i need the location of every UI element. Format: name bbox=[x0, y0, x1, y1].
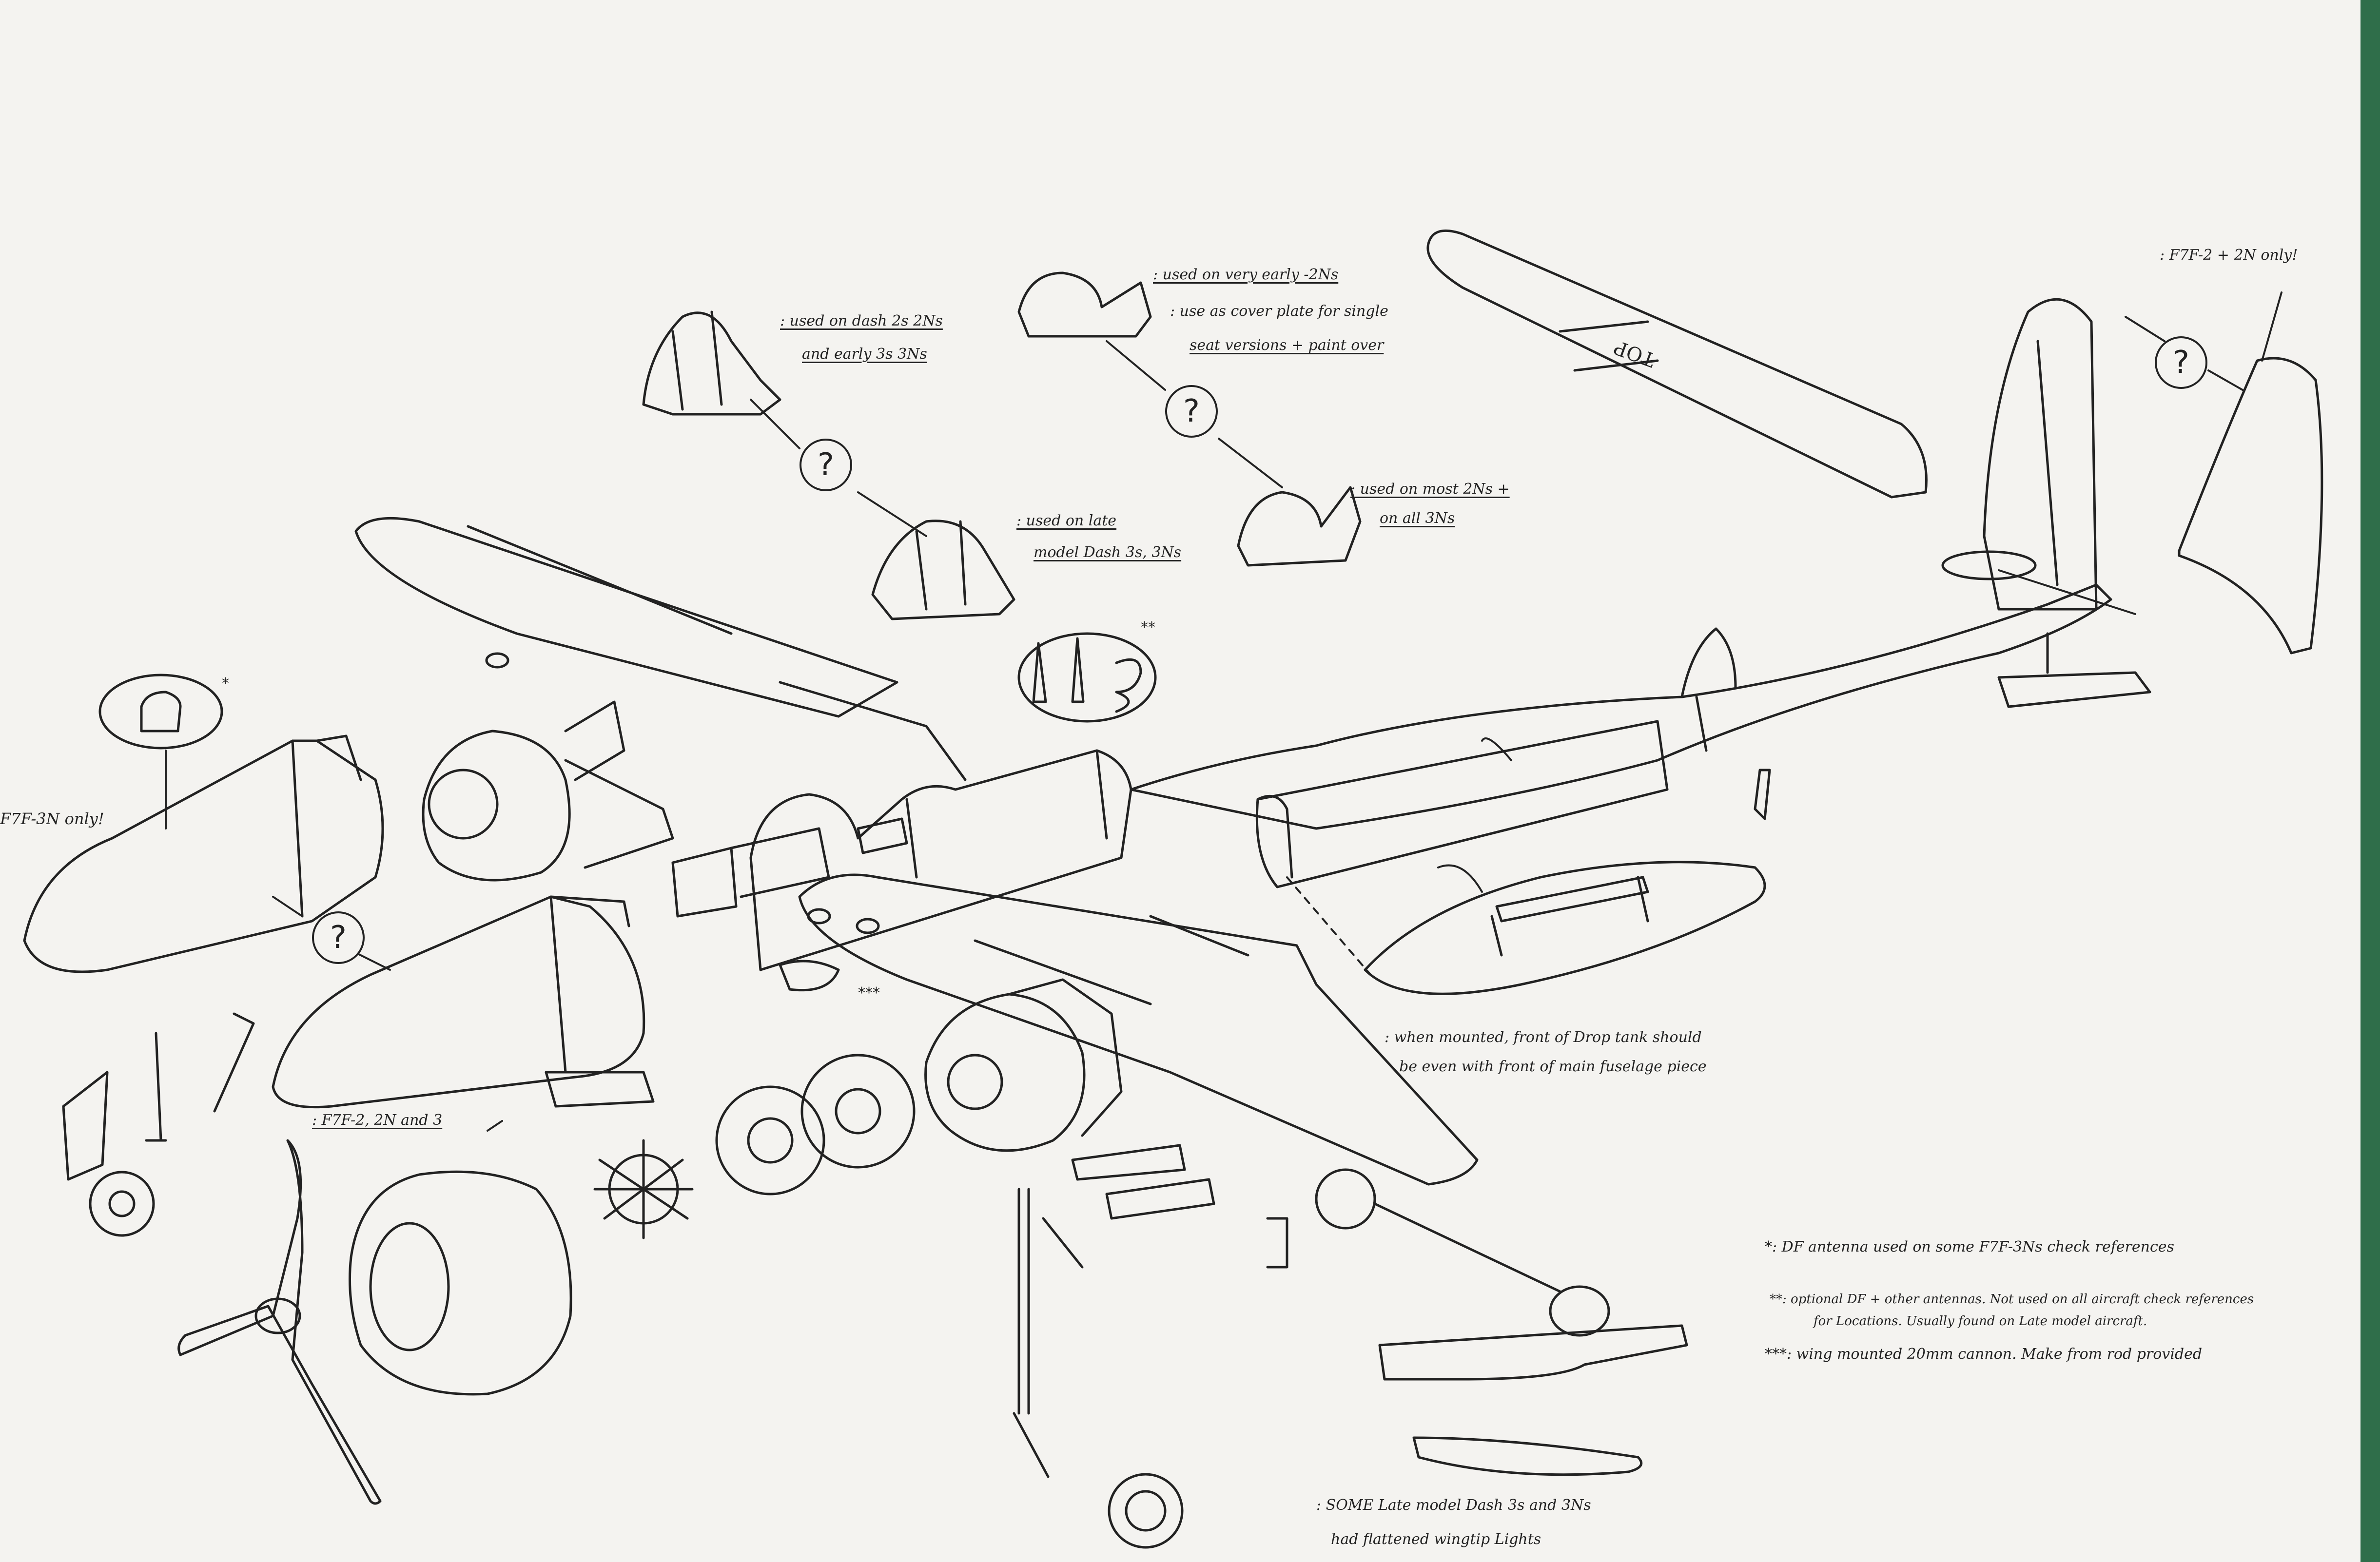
canopy-most-2ns bbox=[1237, 486, 1362, 567]
right-nacelle-lower bbox=[272, 895, 645, 1109]
left-wing-top bbox=[354, 517, 898, 718]
wingtip-detail bbox=[1378, 1324, 1688, 1381]
star-marker-2: ** bbox=[1141, 619, 1155, 636]
cowling-assembly bbox=[924, 993, 1086, 1152]
engine-cowl-ring bbox=[349, 1170, 572, 1396]
footnote-optional-antennas-b: for Locations. Usually found on Late mod… bbox=[1814, 1314, 2147, 1329]
rudder bbox=[2178, 357, 2323, 655]
label-canopy-most-2ns: : used on most 2Ns + bbox=[1350, 481, 1510, 498]
rear-fuselage bbox=[1130, 583, 2112, 830]
left-nacelle-upper bbox=[23, 739, 384, 973]
background-edge bbox=[2360, 0, 2380, 1562]
label-drop-tank: : when mounted, front of Drop tank shoul… bbox=[1385, 1029, 1702, 1046]
label-canopy-cover-plate-b: seat versions + paint over bbox=[1190, 337, 1384, 354]
canopy-late bbox=[871, 520, 1015, 620]
radial-engine-2 bbox=[800, 1054, 916, 1169]
drop-tank bbox=[1364, 861, 1766, 995]
star-marker-1: * bbox=[222, 675, 229, 692]
label-canopy-cover-plate: : use as cover plate for single bbox=[1170, 303, 1388, 320]
main-wheel bbox=[1108, 1473, 1184, 1549]
arrows bbox=[165, 291, 2282, 1132]
question-nose: ? bbox=[312, 911, 365, 964]
horizontal-stabilizer bbox=[1426, 229, 1928, 499]
upper-fuselage-section bbox=[1255, 720, 1669, 888]
canopy-very-early bbox=[1017, 271, 1152, 338]
question-tail: ? bbox=[2155, 336, 2207, 389]
footnote-cannon: ***: wing mounted 20mm cannon. Make from… bbox=[1765, 1346, 2203, 1363]
center-fuselage bbox=[749, 749, 1132, 971]
canopy-early bbox=[642, 310, 781, 416]
engine-star bbox=[593, 1139, 694, 1239]
antenna-bubble bbox=[1017, 632, 1157, 723]
label-canopy-very-early: : used on very early -2Ns bbox=[1153, 266, 1339, 283]
label-nose-f7f2: : F7F-2, 2N and 3 bbox=[312, 1112, 443, 1129]
nose-wheel bbox=[89, 1171, 155, 1237]
label-drop-tank-b: be even with front of main fuselage piec… bbox=[1399, 1058, 1707, 1075]
radial-engine-1 bbox=[715, 1085, 825, 1196]
propeller bbox=[177, 1139, 382, 1505]
label-f7f3n-only: F7F-3N only! bbox=[0, 810, 104, 828]
star-marker-3: *** bbox=[858, 984, 880, 1002]
footnote-df-antenna: *: DF antenna used on some F7F-3Ns check… bbox=[1765, 1238, 2174, 1255]
wingtip-light bbox=[1412, 1436, 1643, 1476]
label-canopy-late-b: model Dash 3s, 3Ns bbox=[1034, 544, 1182, 561]
label-f7f2-2n-only: : F7F-2 + 2N only! bbox=[2160, 247, 2298, 264]
question-canopy-right: ? bbox=[1165, 385, 1218, 438]
label-canopy-most-2ns-b: on all 3Ns bbox=[1380, 510, 1455, 527]
label-canopy-early-b: and early 3s 3Ns bbox=[802, 346, 927, 363]
label-wingtip-b: had flattened wingtip Lights bbox=[1331, 1531, 1541, 1548]
label-canopy-late: : used on late bbox=[1016, 512, 1117, 529]
engine-intake bbox=[422, 730, 571, 882]
label-wingtip: : SOME Late model Dash 3s and 3Ns bbox=[1316, 1497, 1591, 1514]
vertical-tail bbox=[1983, 298, 2098, 611]
nose-gear-strut bbox=[155, 1032, 162, 1142]
footnote-optional-antennas: **: optional DF + other antennas. Not us… bbox=[1770, 1292, 2254, 1307]
df-antenna-bubble bbox=[98, 674, 223, 750]
right-wing bbox=[798, 873, 1479, 1186]
label-canopy-early: : used on dash 2s 2Ns bbox=[780, 312, 943, 329]
question-canopy-left: ? bbox=[800, 439, 852, 491]
